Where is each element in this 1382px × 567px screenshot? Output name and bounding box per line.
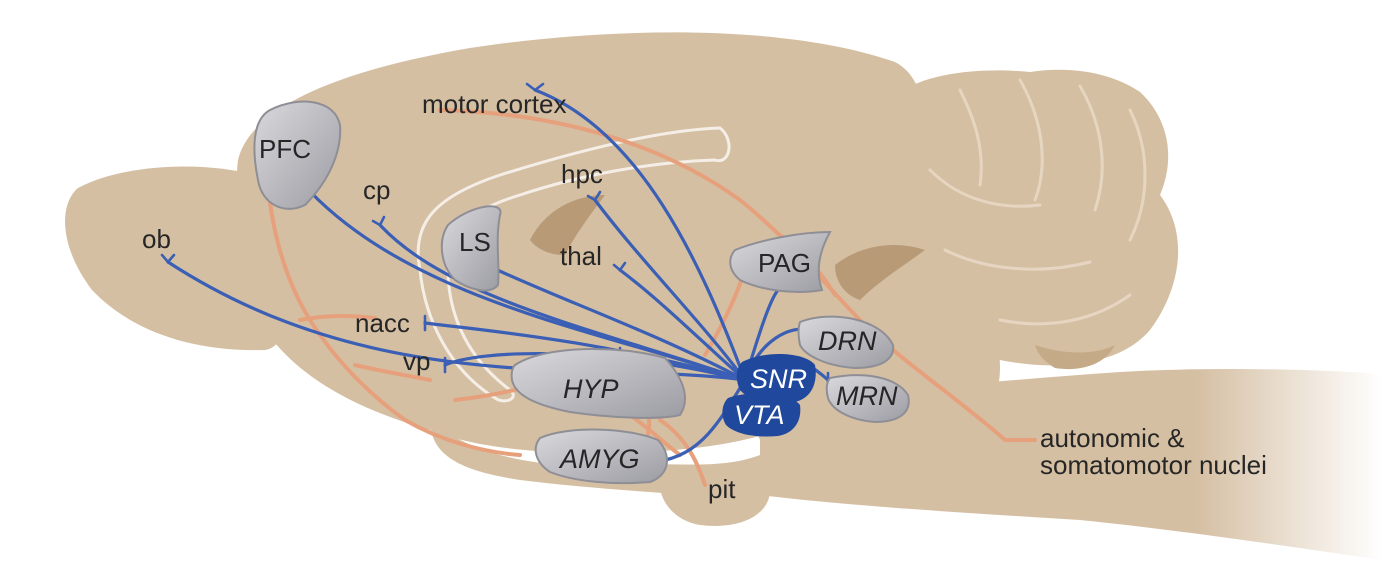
labels: motor cortex PFC cp hpc ob LS thal PAG n… [142, 89, 1267, 504]
cerebellum-folia [928, 78, 1147, 326]
label-mrn: MRN [836, 381, 898, 411]
label-hyp: HYP [563, 374, 619, 404]
region-snr [736, 354, 816, 403]
label-autonomic-line2: somatomotor nuclei [1040, 450, 1267, 480]
region-mrn [825, 374, 910, 424]
label-drn: DRN [818, 326, 877, 356]
label-pfc: PFC [259, 134, 311, 164]
ventricle-shade [530, 195, 605, 255]
region-pag [729, 230, 832, 293]
label-nacc: nacc [355, 308, 410, 338]
label-vta: VTA [734, 400, 785, 430]
brain-tissue [65, 32, 1382, 560]
label-motor-cortex: motor cortex [422, 89, 567, 119]
region-hyp [510, 347, 686, 419]
label-ob: ob [142, 224, 171, 254]
olfactory-bulb [65, 166, 291, 351]
label-thal: thal [560, 241, 602, 271]
region-ls [440, 205, 502, 292]
label-vp: vp [403, 346, 430, 376]
pituitary [659, 470, 770, 526]
region-amyg [534, 428, 668, 485]
label-pit: pit [708, 474, 736, 504]
source-nuclei [722, 354, 816, 437]
label-ls: LS [459, 227, 491, 257]
aqueduct-shade [835, 245, 925, 300]
fourth-ventricle-shade [1035, 345, 1115, 370]
brain-regions [253, 100, 910, 485]
region-pfc [253, 100, 342, 210]
region-drn [797, 315, 895, 370]
label-pag: PAG [758, 248, 811, 278]
label-hpc: hpc [561, 159, 603, 189]
label-snr: SNR [750, 364, 807, 394]
label-cp: cp [363, 175, 390, 205]
label-autonomic-line1: autonomic & [1040, 423, 1185, 453]
label-amyg: AMYG [558, 444, 640, 474]
corpus-callosum [416, 126, 731, 403]
region-vta [722, 393, 801, 437]
